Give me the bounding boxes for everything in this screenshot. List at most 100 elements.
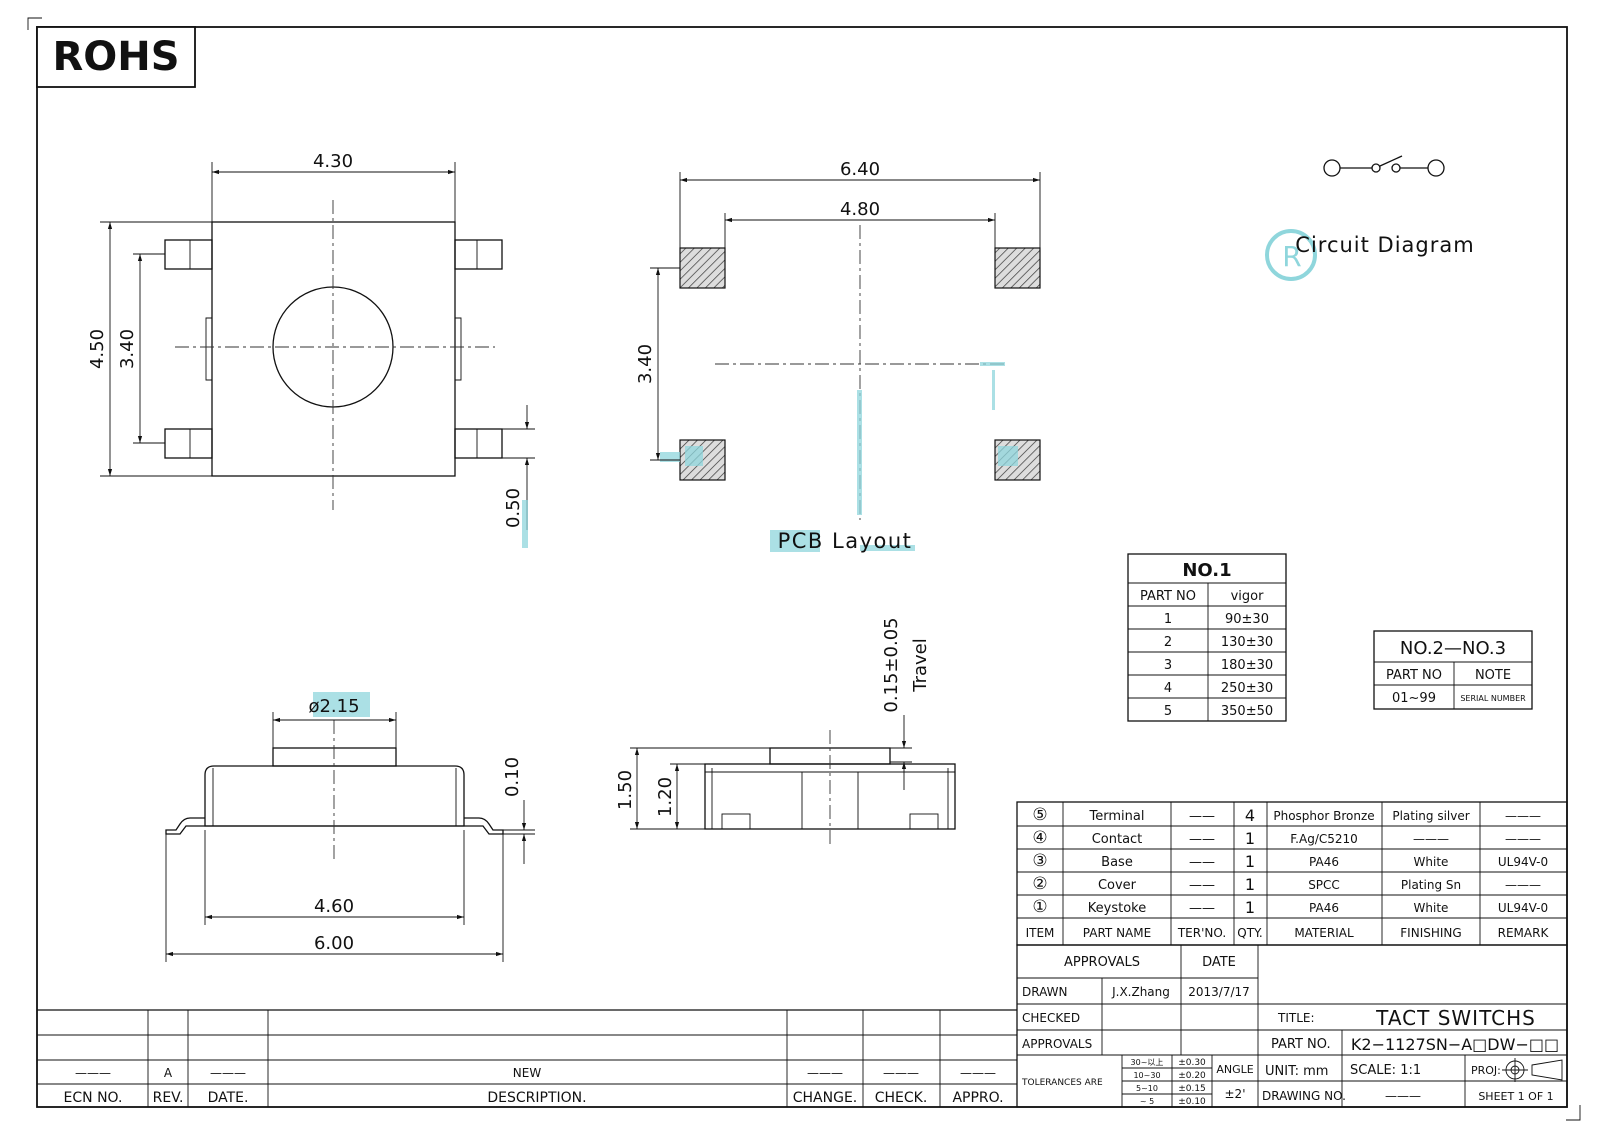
force-table-header: PART NO <box>1140 589 1196 604</box>
dim-height-inner: 3.40 <box>117 329 138 369</box>
sheet-frame <box>27 17 1581 1121</box>
dim-pcb-pitch: 3.40 <box>635 344 656 384</box>
bom-part-name: Keystoke <box>1088 901 1146 916</box>
drawn-date: 2013/7/17 <box>1188 985 1250 999</box>
force-table-cell: 4 <box>1164 681 1172 696</box>
terminal-top-right <box>454 239 503 270</box>
tolerances-label: TOLERANCES ARE <box>1021 1078 1103 1088</box>
bom-finishing: Plating Sn <box>1401 878 1461 892</box>
ecn-blank: ——— <box>75 1066 111 1080</box>
force-table-cell: 2 <box>1164 635 1172 650</box>
appro-blank: ——— <box>960 1066 996 1080</box>
force-table: NO.1 PART NO vigor 1 90±30 2 130±30 3 18… <box>1127 553 1287 722</box>
bom-remark: UL94V-0 <box>1498 855 1548 869</box>
drawing-no-label: DRAWING NO. <box>1262 1089 1346 1103</box>
force-table-cell: 350±50 <box>1221 704 1273 719</box>
bom-header: PART NAME <box>1083 926 1151 940</box>
note-table-title: NO.2—NO.3 <box>1400 638 1506 659</box>
force-table-cell: 180±30 <box>1221 658 1273 673</box>
rev-header: DESCRIPTION. <box>487 1090 586 1106</box>
part-no-value: K2−1127SN−A□DW−□□ <box>1351 1035 1559 1054</box>
note-table-header: NOTE <box>1475 668 1511 683</box>
date-header: DATE <box>1202 955 1236 970</box>
bom-remark: ——— <box>1505 809 1541 823</box>
dim-top-width: 4.30 <box>313 151 353 172</box>
bom-qty: 4 <box>1245 806 1255 825</box>
rev-date: ——— <box>210 1066 246 1080</box>
bom-ter-no: —— <box>1189 832 1215 847</box>
bom-ter-no: —— <box>1189 855 1215 870</box>
tol-value: ±0.10 <box>1178 1097 1206 1107</box>
dim-overall-height: 1.50 <box>615 770 636 810</box>
front-view: 1.50 1.20 0.15±0.05 Travel <box>615 617 956 845</box>
bill-of-materials: ⑤ Terminal —— 4 Phosphor Bronze Plating … <box>1016 801 1568 946</box>
sheet-label: SHEET 1 OF 1 <box>1478 1090 1553 1103</box>
terminal-bottom-right <box>454 428 503 459</box>
dim-pcb-inner: 4.80 <box>840 199 880 220</box>
tol-range: 30~以上 <box>1131 1058 1164 1067</box>
bom-remark: ——— <box>1505 878 1541 892</box>
top-view: 4.30 4.50 3.40 0.50 <box>87 151 535 548</box>
bom-finishing: Plating silver <box>1392 809 1469 823</box>
dim-travel-value: 0.15±0.05 <box>881 617 902 712</box>
dim-pcb-outer: 6.40 <box>840 159 880 180</box>
bom-header: ITEM <box>1026 926 1055 940</box>
part-no-label: PART NO. <box>1271 1037 1331 1052</box>
tol-range: ~ 5 <box>1140 1097 1154 1106</box>
bom-finishing: White <box>1414 855 1449 869</box>
pad-top-right <box>994 247 1041 289</box>
angle-value: ±2' <box>1225 1087 1246 1101</box>
bom-item: ⑤ <box>1032 805 1047 825</box>
note-table-cell: SERIAL NUMBER <box>1460 694 1526 703</box>
dim-height-outer: 4.50 <box>87 329 108 369</box>
title-label: TITLE: <box>1277 1011 1315 1025</box>
force-table-cell: 1 <box>1164 612 1172 627</box>
tol-range: 10~30 <box>1133 1071 1160 1080</box>
rev-header: REV. <box>153 1090 184 1106</box>
scale-label: SCALE: 1:1 <box>1350 1063 1421 1078</box>
bom-ter-no: —— <box>1189 878 1215 893</box>
bom-item: ① <box>1032 897 1047 917</box>
bom-qty: 1 <box>1245 898 1255 917</box>
bom-qty: 1 <box>1245 852 1255 871</box>
bom-part-name: Base <box>1101 855 1133 870</box>
bom-material: PA46 <box>1309 901 1339 915</box>
rev-header: CHANGE. <box>793 1090 858 1106</box>
dim-overall-width: 6.00 <box>314 933 354 954</box>
force-table-title: NO.1 <box>1182 560 1231 581</box>
rev-value: A <box>164 1066 173 1080</box>
bom-remark: UL94V-0 <box>1498 901 1548 915</box>
pad-top-left <box>679 247 726 289</box>
note-table-cell: 01~99 <box>1392 691 1436 706</box>
unit-label: UNIT: mm <box>1265 1064 1328 1079</box>
note-table: NO.2—NO.3 PART NO NOTE 01~99 SERIAL NUMB… <box>1373 630 1533 710</box>
bom-header: QTY. <box>1237 926 1263 940</box>
rev-header: APPRO. <box>952 1090 1003 1106</box>
dim-actuator-diameter: ø2.15 <box>308 696 359 717</box>
bom-ter-no: —— <box>1189 901 1215 916</box>
bom-remark: ——— <box>1505 832 1541 846</box>
body-side <box>204 765 465 827</box>
actuator-side <box>272 747 397 767</box>
dim-body-height: 1.20 <box>655 777 676 817</box>
side-view: ø2.15 0.10 4.60 6.00 <box>165 692 535 962</box>
rev-description: NEW <box>513 1066 542 1080</box>
tol-value: ±0.30 <box>1178 1058 1206 1068</box>
approvals-label: APPROVALS <box>1022 1037 1092 1051</box>
force-table-cell: 3 <box>1164 658 1172 673</box>
circuit-diagram-label: Circuit Diagram <box>1295 233 1474 257</box>
bom-item: ④ <box>1032 828 1047 848</box>
force-table-cell: 250±30 <box>1221 681 1273 696</box>
rev-header: CHECK. <box>875 1090 928 1106</box>
bom-finishing: White <box>1414 901 1449 915</box>
bom-header: MATERIAL <box>1294 926 1354 940</box>
dim-body-width: 4.60 <box>314 896 354 917</box>
terminal-top-left <box>164 239 213 270</box>
proj-label: PROJ: <box>1471 1064 1501 1077</box>
bom-qty: 1 <box>1245 875 1255 894</box>
note-table-header: PART NO <box>1386 668 1442 683</box>
revision-block: ——— A ——— NEW ——— ——— ——— ECN NO. REV. D… <box>37 1009 1017 1107</box>
bom-material: Phosphor Bronze <box>1273 809 1374 823</box>
rohs-text: ROHS <box>52 34 179 80</box>
